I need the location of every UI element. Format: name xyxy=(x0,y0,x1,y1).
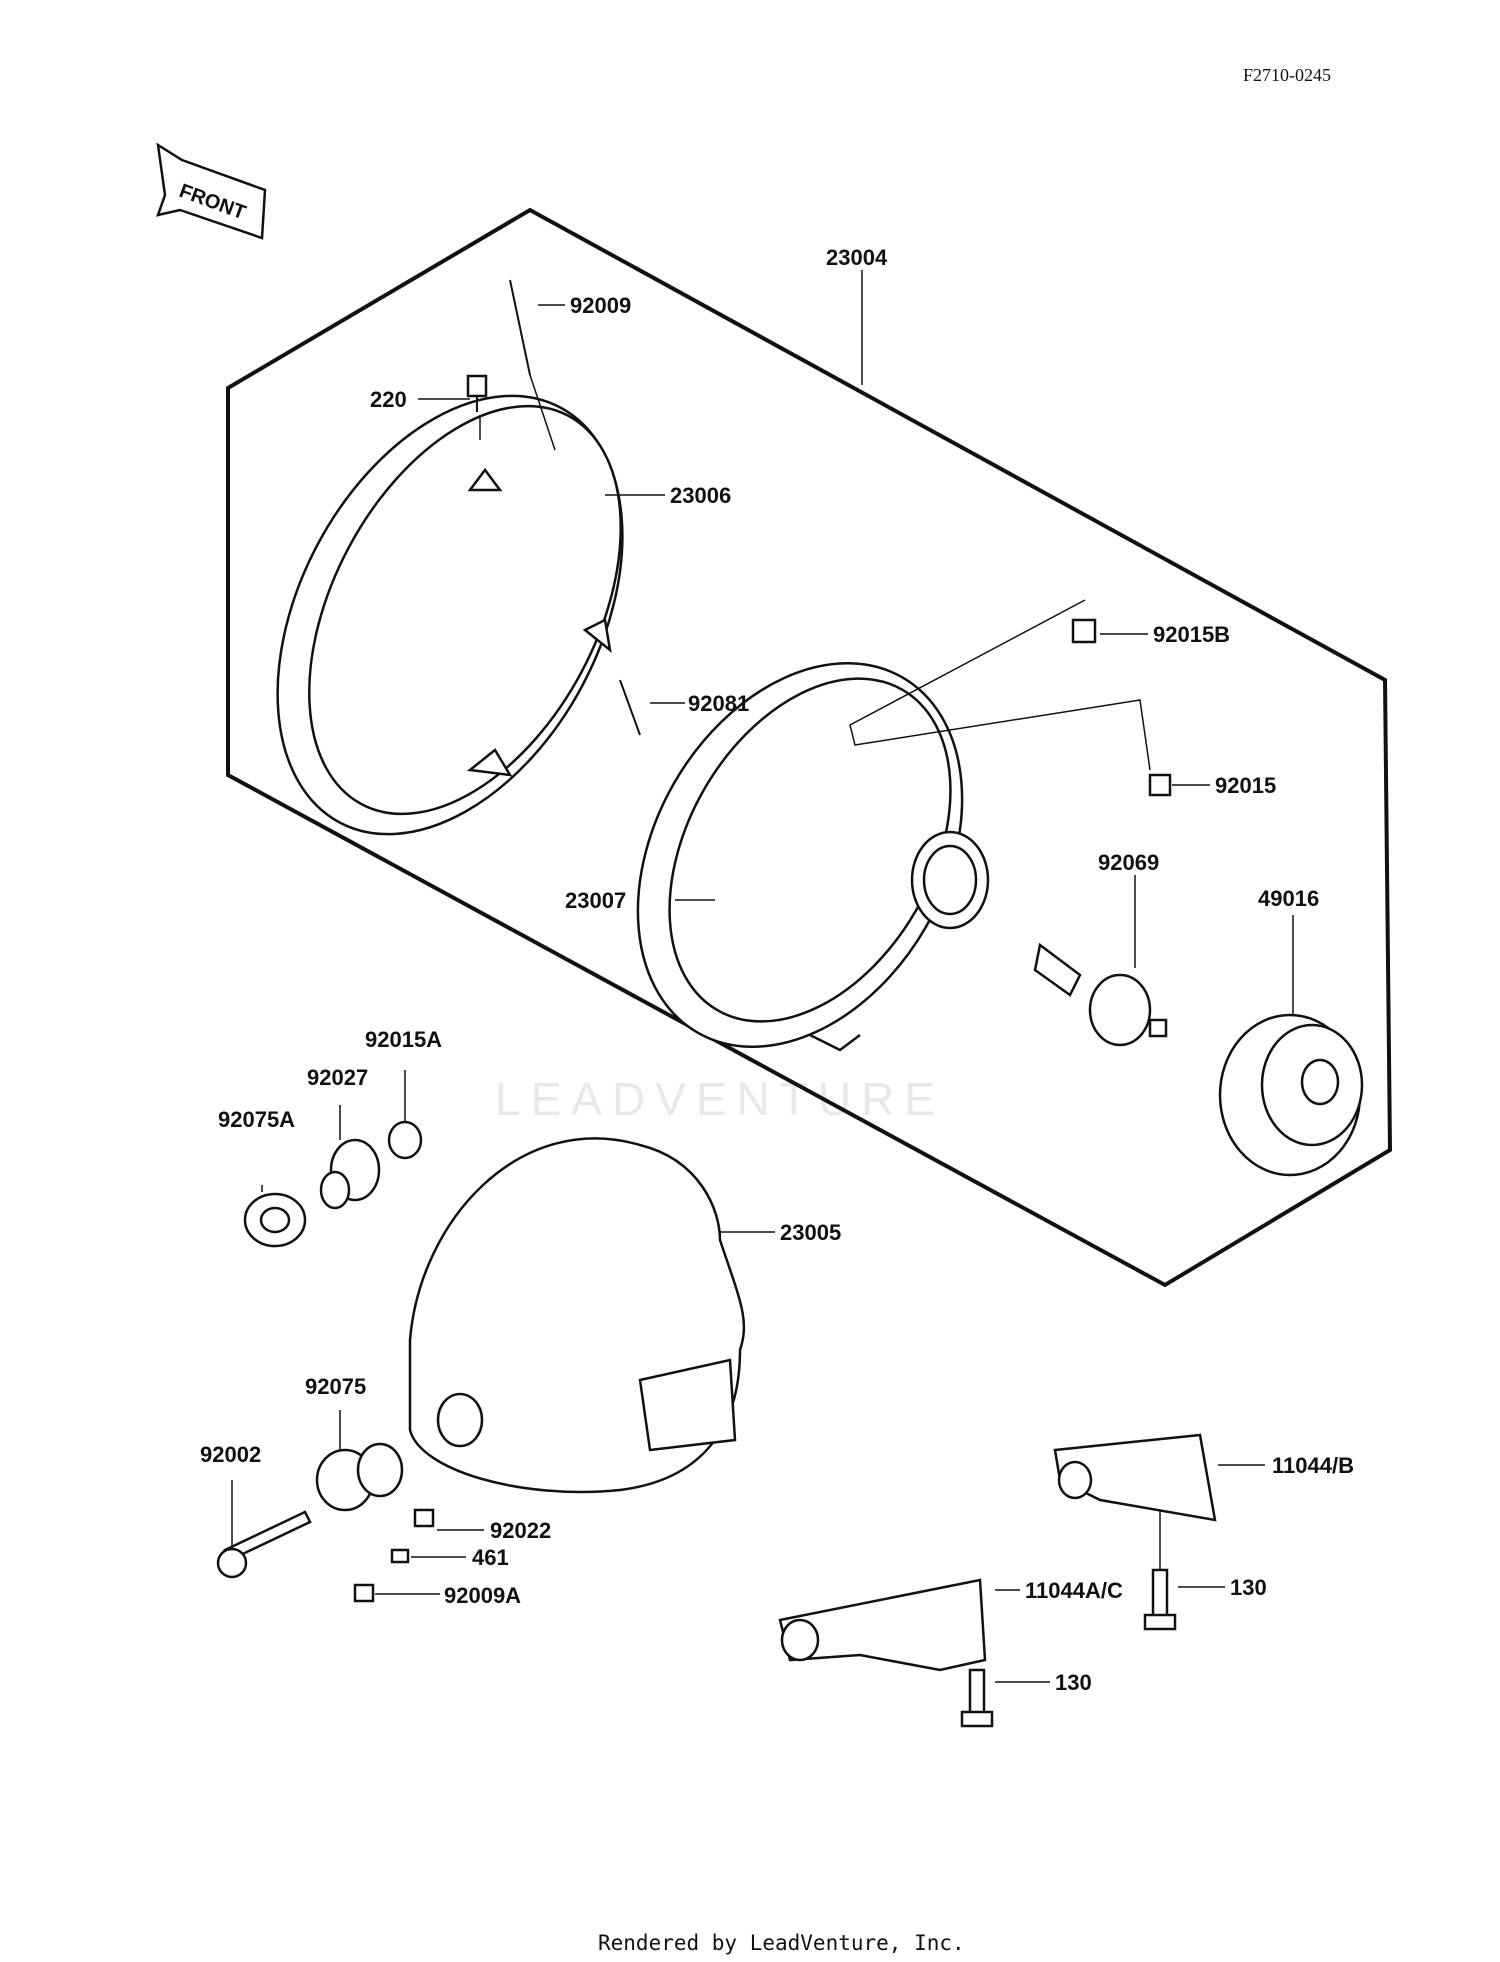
label-130-lower: 130 xyxy=(1055,1670,1092,1695)
leader-92009-part xyxy=(529,374,556,451)
label-92081: 92081 xyxy=(688,691,749,716)
label-23004: 23004 xyxy=(826,245,888,270)
label-leaders xyxy=(375,270,1265,1683)
label-92009A: 92009A xyxy=(444,1583,521,1608)
label-130-upper: 130 xyxy=(1230,1575,1267,1600)
washer-92075A xyxy=(243,1185,307,1248)
nut-92015A xyxy=(387,1070,423,1160)
screw-92009A xyxy=(353,1583,375,1603)
headlight-housing-23005 xyxy=(408,1137,746,1494)
bolt-130-upper xyxy=(1143,1568,1177,1631)
label-11044AC: 11044A/C xyxy=(1025,1578,1123,1603)
boot-49016 xyxy=(1218,915,1364,1177)
bolt-130-lower xyxy=(960,1668,994,1728)
label-11044B: 11044/B xyxy=(1272,1453,1354,1478)
label-220: 220 xyxy=(370,387,407,412)
front-arrow-icon: FRONT xyxy=(156,142,267,240)
nut-92022 xyxy=(413,1508,435,1528)
label-49016: 49016 xyxy=(1258,886,1319,911)
label-92075A: 92075A xyxy=(218,1107,295,1132)
label-92069: 92069 xyxy=(1098,850,1159,875)
label-23005: 23005 xyxy=(780,1220,841,1245)
bracket-11044B xyxy=(1053,1433,1217,1580)
diagram-code: F2710-0245 xyxy=(1243,65,1331,85)
label-92027: 92027 xyxy=(307,1065,368,1090)
collar-92027 xyxy=(319,1105,381,1210)
label-92015B: 92015B xyxy=(1153,622,1230,647)
label-23006: 23006 xyxy=(670,483,731,508)
label-92009: 92009 xyxy=(570,293,631,318)
label-92015A: 92015A xyxy=(365,1027,442,1052)
label-92002: 92002 xyxy=(200,1442,261,1467)
screw-220 xyxy=(466,374,488,440)
label-461: 461 xyxy=(472,1545,509,1570)
label-92022: 92022 xyxy=(490,1518,551,1543)
footer-credit: Rendered by LeadVenture, Inc. xyxy=(598,1931,965,1955)
label-92015: 92015 xyxy=(1215,773,1276,798)
assembly-outline xyxy=(226,207,1393,1288)
nut-leader-lines xyxy=(849,599,1151,771)
spring-92081 xyxy=(619,679,641,736)
nut-92015B xyxy=(1071,618,1097,644)
spring-461 xyxy=(390,1548,410,1564)
bulb-92069 xyxy=(1033,875,1168,1047)
label-23007: 23007 xyxy=(565,888,626,913)
watermark-text: LEADVENTURE xyxy=(495,1073,945,1125)
damper-92075 xyxy=(315,1410,404,1512)
bracket-11044AC xyxy=(778,1578,987,1672)
reflector-23007 xyxy=(636,661,990,1052)
label-92075: 92075 xyxy=(305,1374,366,1399)
headlight-rim-23006 xyxy=(276,394,624,836)
nut-92015 xyxy=(1148,773,1172,797)
spring-92009 xyxy=(509,279,531,376)
bolt-92002 xyxy=(216,1480,312,1579)
